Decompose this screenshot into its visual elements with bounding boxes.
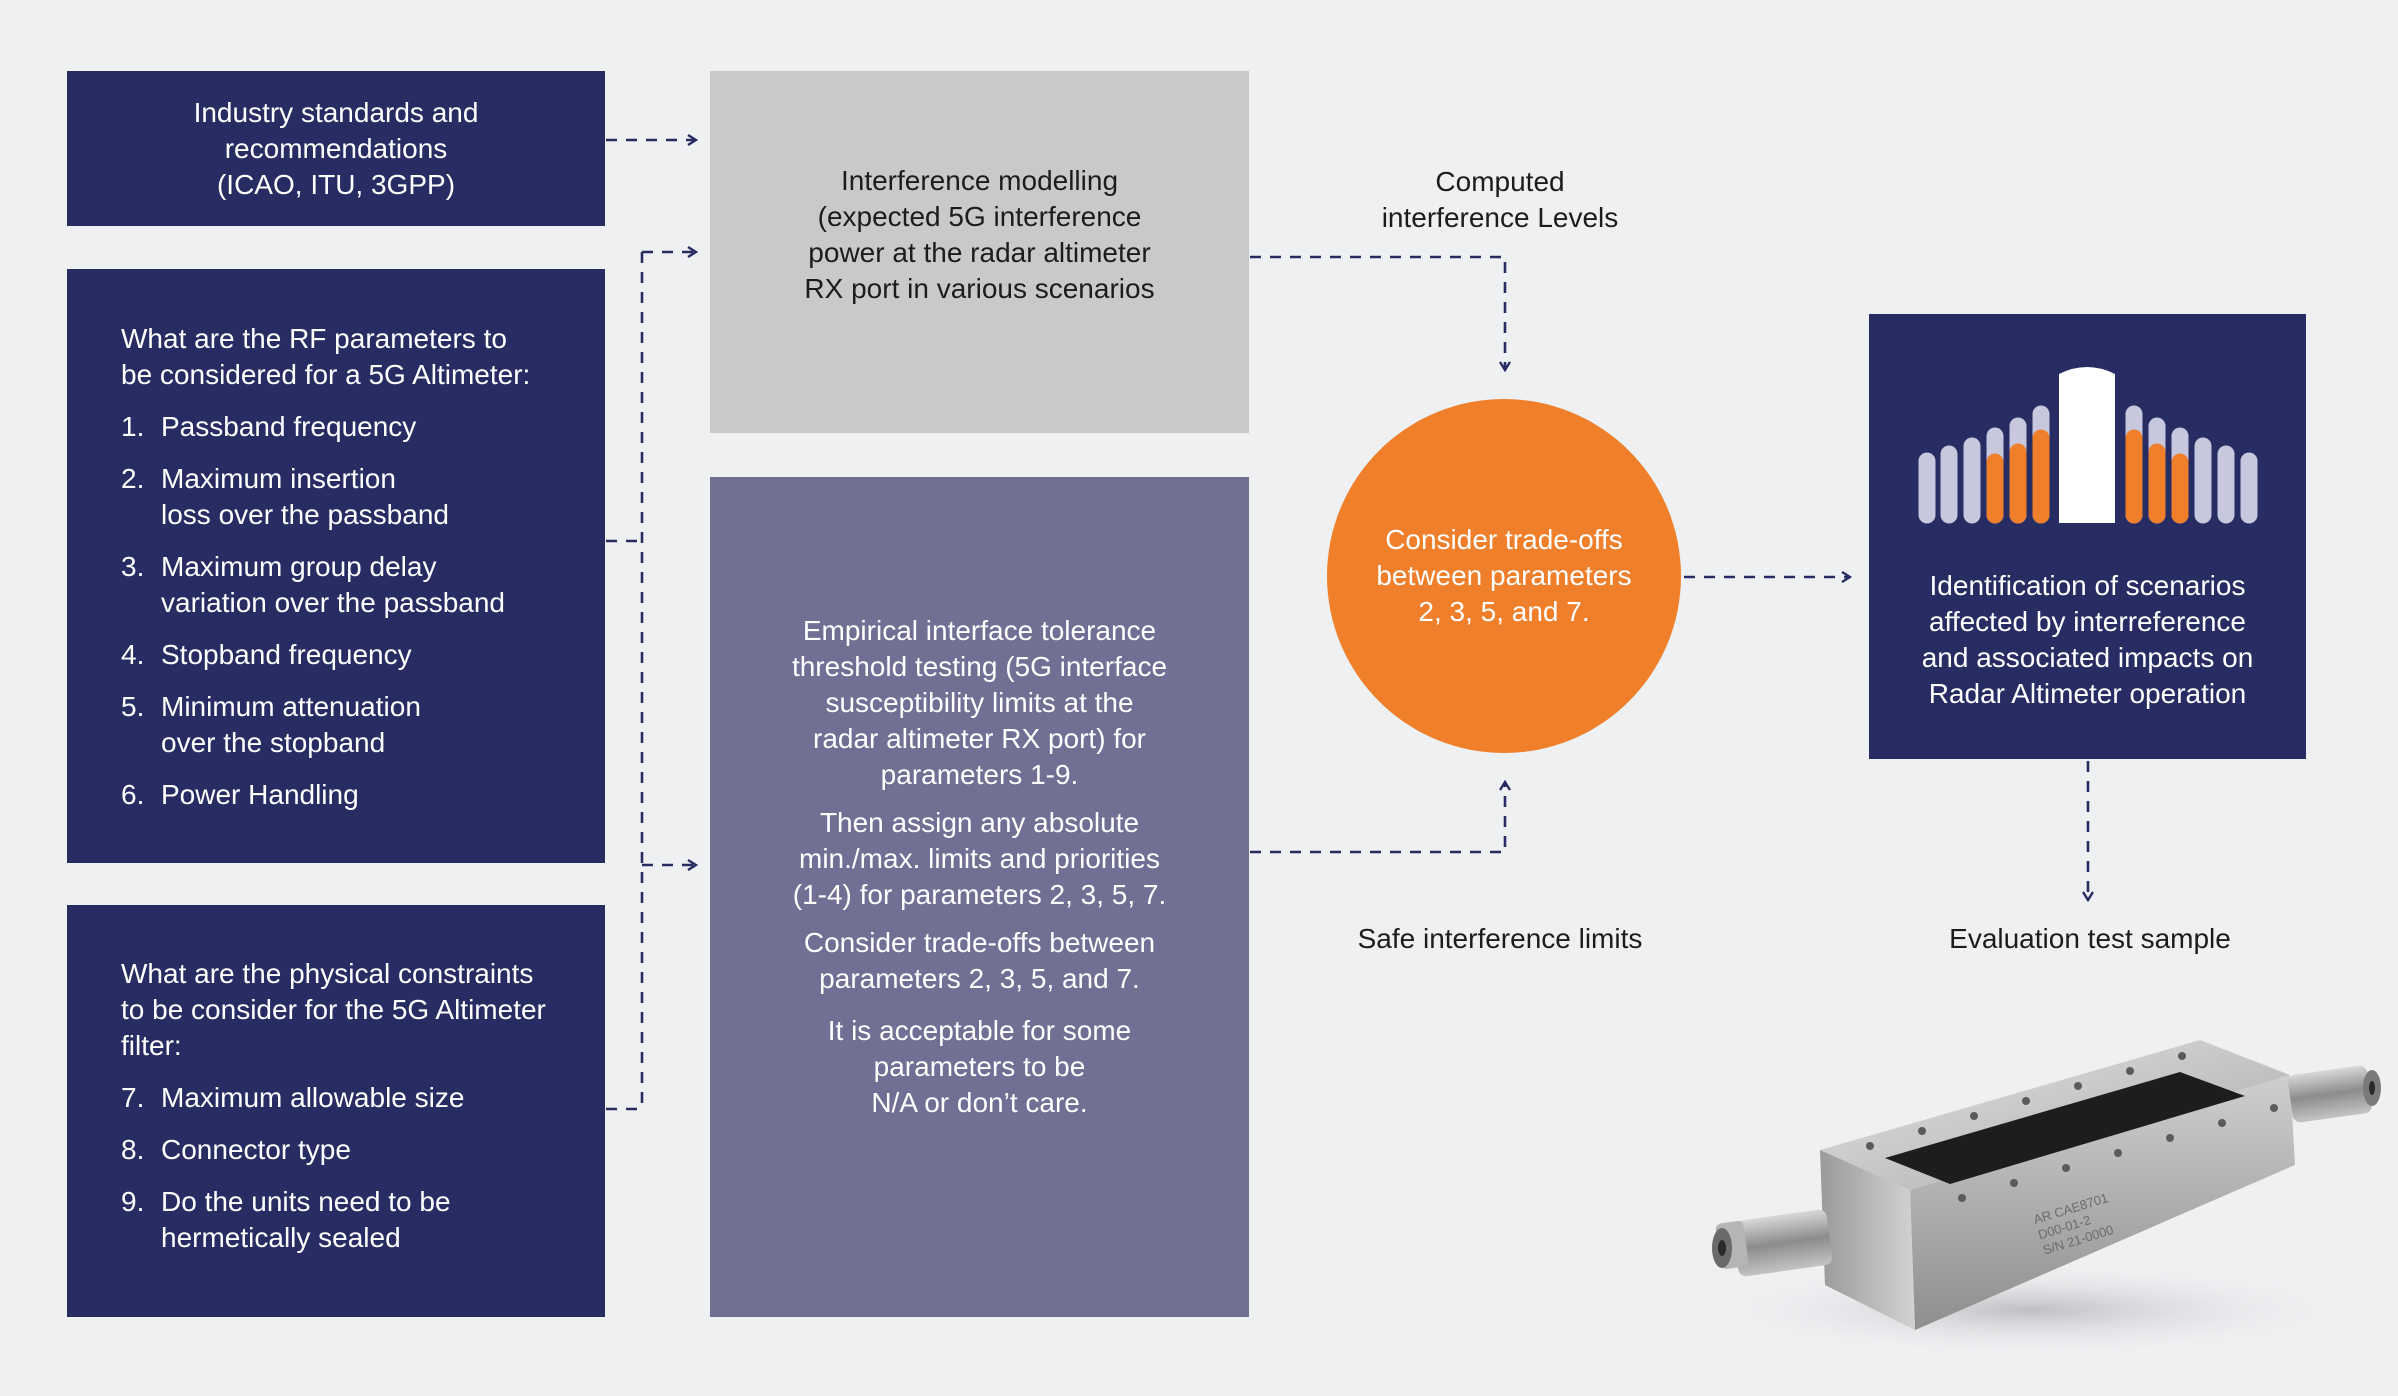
rf-parameter-list: 1. Passband frequency 2. Maximum inserti…: [121, 409, 565, 813]
item-text: Do the units need to be: [161, 1186, 451, 1217]
item-text: Maximum group delay: [161, 551, 437, 582]
modelling-line: Interference modelling: [840, 165, 1119, 196]
testing-line: Empirical interface tolerance: [802, 615, 1157, 646]
standards-box: Industry standards and recommendations (…: [67, 71, 605, 226]
trade-off-circle: Consider trade-offs between parameters 2…: [1327, 399, 1681, 753]
testing-line: min./max. limits and priorities: [799, 843, 1160, 874]
circle-line: Consider trade-offs: [1385, 524, 1623, 555]
item-text: Passband frequency: [161, 411, 417, 442]
testing-paragraph: Empirical interface tolerance threshold …: [792, 613, 1167, 793]
spectrum-bars-icon: [1918, 367, 2258, 524]
testing-line: parameters to be: [873, 1051, 1086, 1082]
label-line: interference Levels: [1381, 202, 1619, 233]
testing-line: threshold testing (5G interface: [791, 651, 1168, 682]
list-item: 2. Maximum insertion loss over the passb…: [121, 461, 565, 533]
item-number: 9.: [121, 1186, 145, 1217]
standards-line: recommendations: [224, 132, 448, 164]
item-text: Maximum insertion: [161, 463, 396, 494]
list-item: 6. Power Handling: [121, 777, 565, 813]
item-number: 3.: [121, 551, 145, 582]
item-number: 5.: [121, 691, 145, 722]
scenario-line: affected by interreference: [1928, 606, 2246, 637]
modelling-line: (expected 5G interference: [817, 201, 1142, 232]
item-text: loss over the passband: [161, 499, 449, 530]
item-number: 2.: [121, 463, 145, 494]
computed-interference-label: Computed interference Levels: [1310, 164, 1690, 236]
scenario-line: Radar Altimeter operation: [1928, 678, 2247, 709]
scenario-line: Identification of scenarios: [1929, 570, 2246, 601]
testing-paragraph: It is acceptable for some parameters to …: [828, 1013, 1131, 1121]
item-text: Stopband frequency: [161, 639, 412, 670]
testing-line: Then assign any absolute: [819, 807, 1140, 838]
list-item: 9. Do the units need to be hermetically …: [121, 1184, 565, 1256]
list-item: 8. Connector type: [121, 1132, 565, 1168]
rf-parameters-box: What are the RF parameters to be conside…: [67, 269, 605, 863]
testing-line: radar altimeter RX port) for: [813, 723, 1146, 754]
arrow-testing-to-circle: [1250, 782, 1505, 854]
physical-constraints-box: What are the physical constraints to be …: [67, 905, 605, 1317]
testing-paragraph: Consider trade-offs between parameters 2…: [804, 925, 1155, 997]
safe-interference-label: Safe interference limits: [1357, 923, 1643, 954]
rf-heading-line: What are the RF parameters to: [121, 323, 507, 354]
list-item: 3. Maximum group delay variation over th…: [121, 549, 565, 621]
testing-line: parameters 1-9.: [880, 759, 1079, 790]
standards-line: (ICAO, ITU, 3GPP): [216, 168, 456, 200]
item-number: 1.: [121, 411, 145, 442]
evaluation-sample-label: Evaluation test sample: [1949, 923, 2231, 954]
physical-constraint-list: 7. Maximum allowable size 8. Connector t…: [121, 1080, 565, 1256]
testing-line: Consider trade-offs between: [803, 927, 1156, 958]
rf-heading-line: be considered for a 5G Altimeter:: [121, 359, 531, 390]
circle-line: 2, 3, 5, and 7.: [1418, 596, 1590, 627]
item-text: Power Handling: [161, 779, 359, 810]
testing-paragraph: Then assign any absolute min./max. limit…: [793, 805, 1167, 913]
testing-line: parameters 2, 3, 5, and 7.: [819, 963, 1140, 994]
physical-heading-line: What are the physical constraints: [121, 958, 534, 989]
waveguide-filter-photo: AR CAE8701 D00-01-2 S/N 21-0000: [1700, 1040, 2381, 1358]
modelling-line: RX port in various scenarios: [804, 273, 1155, 304]
item-number: 7.: [121, 1082, 145, 1113]
standards-line: Industry standards and: [193, 96, 479, 128]
item-text: over the stopband: [161, 727, 386, 758]
list-item: 5. Minimum attenuation over the stopband: [121, 689, 565, 761]
scenario-text: Identification of scenarios affected by …: [1869, 568, 2306, 712]
scenario-line: and associated impacts on: [1921, 642, 2254, 673]
item-number: 8.: [121, 1134, 145, 1165]
testing-line: N/A or don’t care.: [871, 1087, 1088, 1118]
item-text: variation over the passband: [161, 587, 505, 618]
scenario-impact-box: Identification of scenarios affected by …: [1869, 314, 2306, 759]
modelling-line: power at the radar altimeter: [808, 237, 1151, 268]
list-item: 7. Maximum allowable size: [121, 1080, 565, 1116]
list-item: 1. Passband frequency: [121, 409, 565, 445]
circle-line: between parameters: [1376, 560, 1632, 591]
item-number: 4.: [121, 639, 145, 670]
tolerance-testing-box: Empirical interface tolerance threshold …: [710, 477, 1249, 1317]
item-text: Maximum allowable size: [161, 1082, 465, 1113]
item-text: hermetically sealed: [161, 1222, 401, 1253]
list-item: 4. Stopband frequency: [121, 637, 565, 673]
testing-line: It is acceptable for some: [827, 1015, 1132, 1046]
physical-heading-line: to be consider for the 5G Altimeter: [121, 994, 546, 1025]
physical-heading-line: filter:: [121, 1030, 182, 1061]
item-text: Connector type: [161, 1134, 351, 1165]
item-number: 6.: [121, 779, 145, 810]
testing-line: (1-4) for parameters 2, 3, 5, 7.: [792, 879, 1167, 910]
testing-line: susceptibility limits at the: [825, 687, 1134, 718]
arrow-modelling-to-circle: [1250, 255, 1505, 370]
label-line: Computed: [1435, 166, 1565, 197]
interference-modelling-box: Interference modelling (expected 5G inte…: [710, 71, 1249, 433]
item-text: Minimum attenuation: [161, 691, 421, 722]
